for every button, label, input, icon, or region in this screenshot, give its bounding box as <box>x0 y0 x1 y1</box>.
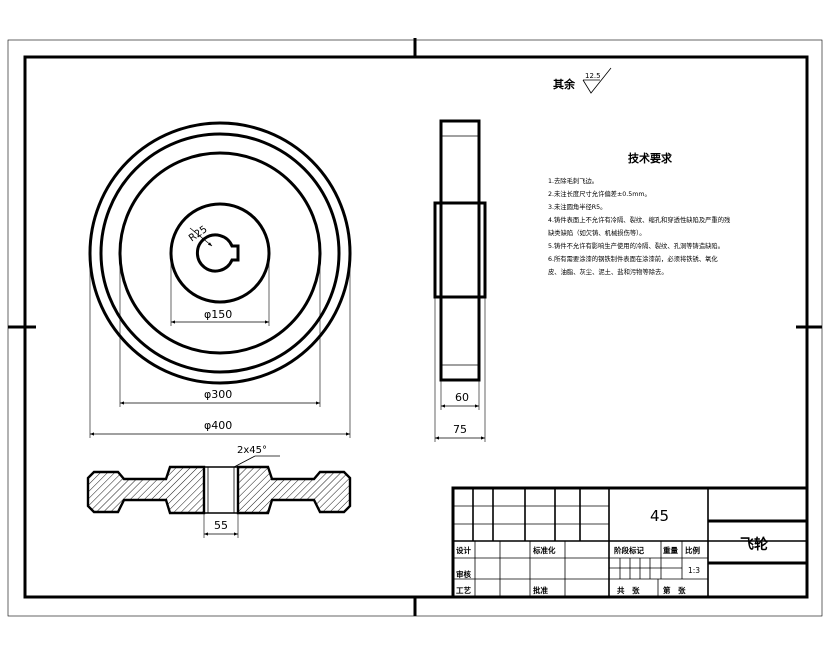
title-block: 45 飞轮 设计 标准化 审核 工艺 批准 阶段标记 重量 比例 1:3 共 张… <box>451 486 809 599</box>
side-view: 60 75 <box>433 119 487 442</box>
tech-item-4: 4.铸件表面上不允许有冷隔、裂纹、缩孔和穿透性缺陷及严重的残 <box>548 215 731 224</box>
designer-label: 设计 <box>456 545 471 555</box>
hub-circle <box>169 202 271 304</box>
sheet-no-label: 第 张 <box>663 585 686 595</box>
revision-grid <box>453 488 807 542</box>
dim-hub-width-label: 60 <box>455 391 469 404</box>
dim-outer-label: φ400 <box>204 419 232 432</box>
tech-item-5: 缺类缺陷（如欠铸、机械损伤等）。 <box>548 228 646 237</box>
drawing-frame <box>23 55 809 599</box>
rim-inner-circle <box>99 132 341 374</box>
material-label: 45 <box>650 507 669 525</box>
section-right-half <box>236 465 352 515</box>
dim-middle-label: φ300 <box>204 388 232 401</box>
scale-value: 1:3 <box>688 566 700 575</box>
tech-item-7: 6.所有需要涂漆的钢铁制件表面在涂漆前，必须将铁锈、氧化 <box>548 254 718 263</box>
standardized-label: 标准化 <box>532 545 556 555</box>
part-name-label: 飞轮 <box>740 536 768 553</box>
bore-with-keyway <box>195 233 240 273</box>
front-view: R25 φ150 φ300 φ400 <box>88 121 352 438</box>
side-rim <box>439 119 481 382</box>
reviewer-label: 审核 <box>456 569 471 579</box>
section-view: 2x45° 55 <box>86 445 352 538</box>
tech-title: 技术要求 <box>628 151 673 165</box>
scale-label: 比例 <box>685 545 700 555</box>
tech-item-8: 皮、油脂、灰尘、泥土、盐和污物等除去。 <box>548 267 668 276</box>
approval-label: 批准 <box>533 585 548 595</box>
chamfer-label: 2x45° <box>237 445 267 456</box>
outer-rim-circle <box>88 121 352 385</box>
sheet-outer-border <box>7 39 823 617</box>
process-label: 工艺 <box>456 585 471 595</box>
centering-marks <box>8 38 822 616</box>
stage-mark-label: 阶段标记 <box>614 545 644 555</box>
sheet-total-label: 共 张 <box>617 585 640 595</box>
dim-overall-width-label: 75 <box>453 423 467 436</box>
tech-requirements: 技术要求 1.去除毛刺飞边。 2.未注长度尺寸允许偏差±0.5mm。 3.未注圆… <box>548 151 731 276</box>
section-left-half <box>86 465 206 515</box>
tech-item-1: 1.去除毛刺飞边。 <box>548 176 598 185</box>
roughness-value: 12.5 <box>585 72 601 80</box>
dim-inner-label: φ150 <box>204 308 232 321</box>
tech-item-6: 5.铸件不允许有影响生产使用的冷隔、裂纹、孔洞等铸造缺陷。 <box>548 241 724 250</box>
roughness-symbol: 其余 12.5 <box>553 67 612 94</box>
roughness-label: 其余 <box>553 77 576 91</box>
web-outer-circle <box>118 151 322 355</box>
tech-item-3: 3.未注圆角半径R5。 <box>548 202 606 211</box>
side-hub <box>433 201 487 299</box>
weight-label: 重量 <box>663 545 678 555</box>
dim-bore-label: 55 <box>214 519 228 532</box>
tech-item-2: 2.未注长度尺寸允许偏差±0.5mm。 <box>548 189 651 198</box>
